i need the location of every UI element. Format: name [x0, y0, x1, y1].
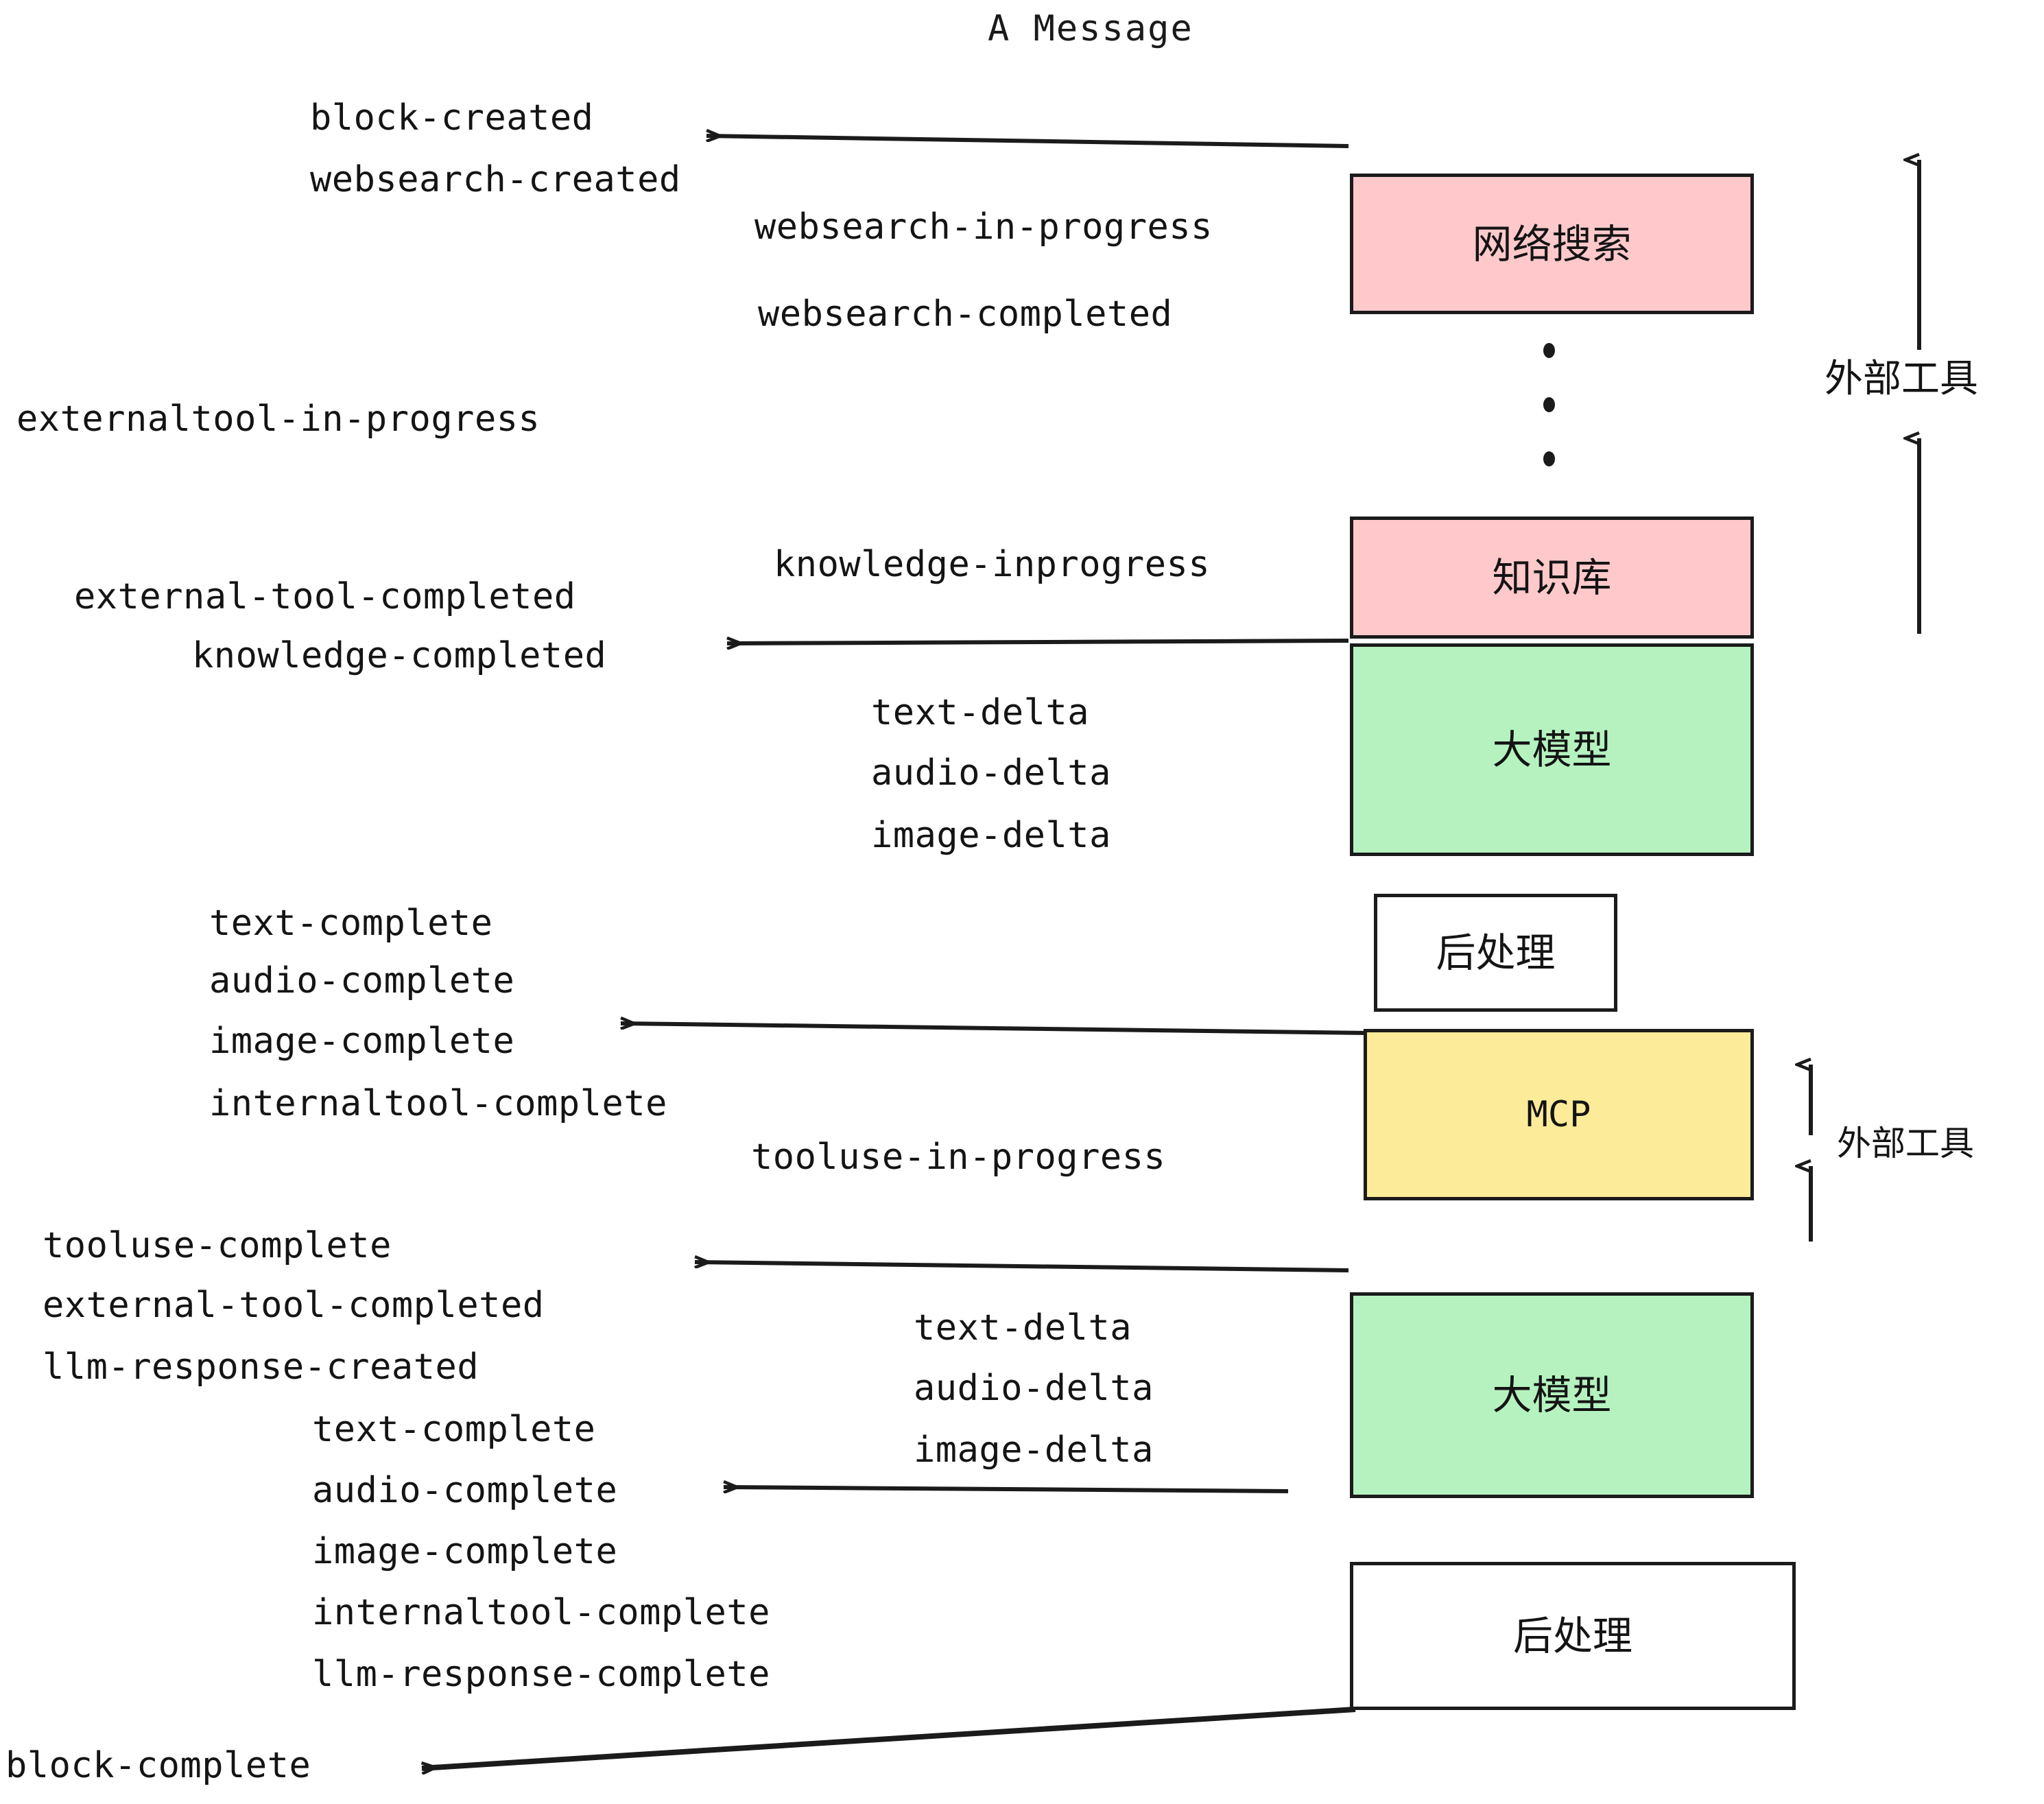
event-external-tool-completed-2: external-tool-completed [43, 1285, 545, 1326]
event-text-complete-2: text-complete [312, 1409, 596, 1450]
event-block-complete: block-complete [5, 1745, 311, 1786]
arrow-postprocess1-to-image-complete [621, 1023, 1370, 1035]
ellipsis-vertical [1542, 343, 1556, 466]
event-externaltool-in-progress: externaltool-in-progress [16, 399, 540, 440]
box-mcp[interactable]: MCP [1364, 1029, 1754, 1200]
event-image-delta-2: image-delta [914, 1429, 1154, 1471]
arrow-llm2-to-audio-complete [724, 1487, 1289, 1491]
event-external-tool-completed-1: external-tool-completed [74, 576, 576, 617]
event-audio-delta-2: audio-delta [914, 1368, 1154, 1409]
arrow-websearch-to-block-created [706, 136, 1349, 148]
box-llm-1[interactable]: 大模型 [1350, 643, 1754, 856]
box-postprocess-2[interactable]: 后处理 [1350, 1562, 1796, 1710]
event-text-delta-2: text-delta [914, 1307, 1132, 1349]
event-llm-response-complete: llm-response-complete [312, 1654, 770, 1695]
box-knowledge-label: 知识库 [1492, 554, 1612, 601]
event-text-delta-1: text-delta [871, 692, 1090, 733]
event-knowledge-completed: knowledge-completed [192, 635, 607, 676]
bracket-label-external-tools-top: 外部工具 [1825, 357, 1978, 401]
diagram-title: A Message [988, 8, 1193, 49]
ellipsis-dot [1543, 397, 1555, 412]
box-websearch[interactable]: 网络搜索 [1350, 174, 1754, 314]
event-tooluse-in-progress: tooluse-in-progress [751, 1137, 1166, 1178]
box-llm-2-label: 大模型 [1492, 1372, 1612, 1419]
box-postprocess-2-label: 后处理 [1512, 1613, 1632, 1659]
event-image-complete-1: image-complete [209, 1021, 515, 1062]
bracket-label-external-tools-bottom: 外部工具 [1837, 1124, 1974, 1163]
event-websearch-completed: websearch-completed [758, 294, 1173, 335]
event-knowledge-inprogress: knowledge-inprogress [774, 544, 1211, 585]
event-internaltool-complete-1: internaltool-complete [209, 1083, 667, 1124]
box-llm-1-label: 大模型 [1492, 726, 1612, 773]
box-websearch-label: 网络搜索 [1472, 220, 1632, 268]
box-mcp-label: MCP [1526, 1094, 1591, 1135]
event-text-complete-1: text-complete [209, 903, 493, 944]
event-internaltool-complete-2: internaltool-complete [312, 1592, 770, 1633]
event-audio-delta-1: audio-delta [871, 752, 1111, 794]
ellipsis-dot [1543, 343, 1555, 358]
event-llm-response-created: llm-response-created [43, 1346, 479, 1388]
event-image-delta-1: image-delta [871, 815, 1111, 856]
arrow-mcp-to-tooluse-complete [695, 1262, 1349, 1272]
box-knowledge[interactable]: 知识库 [1350, 517, 1754, 639]
event-tooluse-complete: tooluse-complete [43, 1225, 392, 1266]
event-audio-complete-2: audio-complete [312, 1470, 618, 1511]
arrow-knowledge-to-knowledge-completed [727, 641, 1349, 643]
arrow-postprocess2-to-block-complete [422, 1707, 1356, 1768]
box-llm-2[interactable]: 大模型 [1350, 1292, 1754, 1498]
box-postprocess-1-label: 后处理 [1436, 929, 1556, 976]
ellipsis-dot [1543, 451, 1555, 466]
event-audio-complete-1: audio-complete [209, 960, 515, 1001]
event-image-complete-2: image-complete [312, 1531, 618, 1572]
event-block-created: block-created [310, 97, 594, 139]
event-websearch-in-progress: websearch-in-progress [754, 206, 1213, 248]
event-websearch-created: websearch-created [310, 159, 681, 200]
box-postprocess-1[interactable]: 后处理 [1374, 894, 1617, 1012]
